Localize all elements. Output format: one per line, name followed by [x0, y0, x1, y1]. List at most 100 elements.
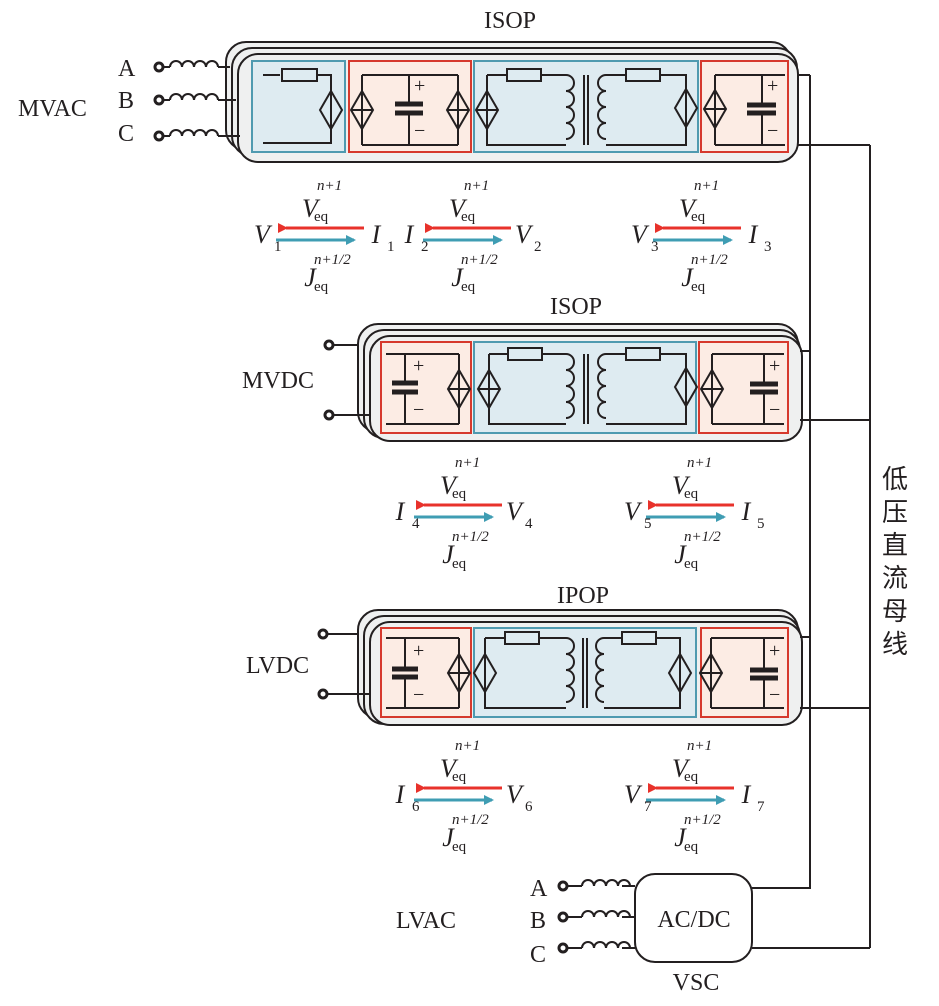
top-subscript: eq [691, 209, 706, 225]
bottom-superscript: n+1/2 [452, 529, 489, 545]
left-variable: V [631, 220, 650, 249]
left-variable: V [254, 220, 273, 249]
lvac-phase-a-label: A [530, 876, 548, 902]
bottom-term: J [451, 263, 464, 292]
left-subscript: 3 [651, 239, 659, 255]
left-subscript: 7 [644, 799, 652, 815]
left-subscript: 6 [412, 799, 420, 815]
top-term: V [672, 471, 691, 500]
svg-text:−: − [414, 120, 425, 142]
bottom-superscript: n+1/2 [452, 812, 489, 828]
bottom-term: J [304, 263, 317, 292]
top-subscript: eq [684, 769, 699, 785]
right-variable: V [506, 497, 525, 526]
bottom-subscript: eq [691, 279, 706, 295]
mvac-label: MVAC [18, 96, 87, 122]
left-subscript: 5 [644, 516, 652, 532]
bus-label-char: 压 [882, 498, 908, 527]
lvac-source: LVAC A B C [396, 876, 635, 968]
top-term: V [302, 194, 321, 223]
left-variable: I [404, 220, 415, 249]
left-variable: I [395, 497, 406, 526]
mvac-isop-module: ISOP + − + − [225, 8, 870, 163]
svg-text:+: + [414, 75, 425, 97]
top-term: V [440, 471, 459, 500]
right-subscript: 7 [757, 799, 765, 815]
right-variable: I [748, 220, 759, 249]
bus-label-char: 母 [882, 597, 908, 626]
bottom-superscript: n+1/2 [314, 252, 351, 268]
right-variable: V [506, 780, 525, 809]
right-subscript: 2 [534, 239, 542, 255]
right-subscript: 4 [525, 516, 533, 532]
right-variable: I [741, 497, 752, 526]
right-variable: I [371, 220, 382, 249]
top-subscript: eq [461, 209, 476, 225]
bottom-superscript: n+1/2 [684, 812, 721, 828]
top-term: V [679, 194, 698, 223]
mvdc-source: MVDC [242, 339, 370, 421]
right-variable: V [515, 220, 534, 249]
bus-label-char: 线 [882, 630, 908, 659]
bottom-subscript: eq [461, 279, 476, 295]
vsc-box [634, 873, 753, 963]
right-subscript: 1 [387, 239, 395, 255]
mvdc-label: MVDC [242, 368, 314, 394]
svg-text:−: − [413, 684, 424, 706]
top-subscript: eq [452, 486, 467, 502]
module-label-isop-1: ISOP [484, 8, 536, 34]
left-subscript: 1 [274, 239, 282, 255]
lvac-phase-c-label: C [530, 942, 546, 968]
phase-terminals [153, 60, 240, 142]
top-term: V [672, 754, 691, 783]
bottom-term: J [674, 823, 687, 852]
svg-text:−: − [769, 399, 780, 421]
right-variable: I [741, 780, 752, 809]
bottom-term: J [681, 263, 694, 292]
svg-text:+: + [769, 355, 780, 377]
left-variable: V [624, 497, 643, 526]
right-subscript: 6 [525, 799, 533, 815]
bus-label-char: 流 [882, 564, 908, 593]
top-superscript: n+1 [464, 178, 489, 194]
bottom-superscript: n+1/2 [684, 529, 721, 545]
lvdc-label: LVDC [246, 653, 309, 679]
top-term: V [440, 754, 459, 783]
svg-text:−: − [413, 399, 424, 421]
svg-text:+: + [413, 640, 424, 662]
top-superscript: n+1 [687, 738, 712, 754]
bottom-subscript: eq [314, 279, 329, 295]
vsc-converter: AC/DC VSC [634, 873, 870, 996]
phase-a-label: A [118, 56, 136, 82]
right-subscript: 5 [757, 516, 765, 532]
bottom-superscript: n+1/2 [691, 252, 728, 268]
svg-text:−: − [769, 684, 780, 706]
top-subscript: eq [684, 486, 699, 502]
top-subscript: eq [314, 209, 329, 225]
left-variable: V [624, 780, 643, 809]
bottom-superscript: n+1/2 [461, 252, 498, 268]
left-subscript: 2 [421, 239, 429, 255]
bus-label: 低压直流母线 [882, 465, 908, 659]
bottom-term: J [442, 540, 455, 569]
phase-c-label: C [118, 121, 134, 147]
bottom-subscript: eq [452, 839, 467, 855]
svg-text:+: + [767, 75, 778, 97]
lvac-phase-b-label: B [530, 908, 546, 934]
vsc-label: VSC [673, 970, 720, 996]
bottom-term: J [442, 823, 455, 852]
bus-label-char: 低 [882, 465, 908, 494]
bottom-subscript: eq [452, 556, 467, 572]
lvdc-source: LVDC [246, 628, 370, 700]
svg-text:+: + [769, 640, 780, 662]
bottom-subscript: eq [684, 556, 699, 572]
module-label-ipop: IPOP [557, 583, 609, 609]
left-variable: I [395, 780, 406, 809]
mvdc-isop-module: ISOP + − + − [357, 294, 870, 442]
svg-text:+: + [413, 355, 424, 377]
